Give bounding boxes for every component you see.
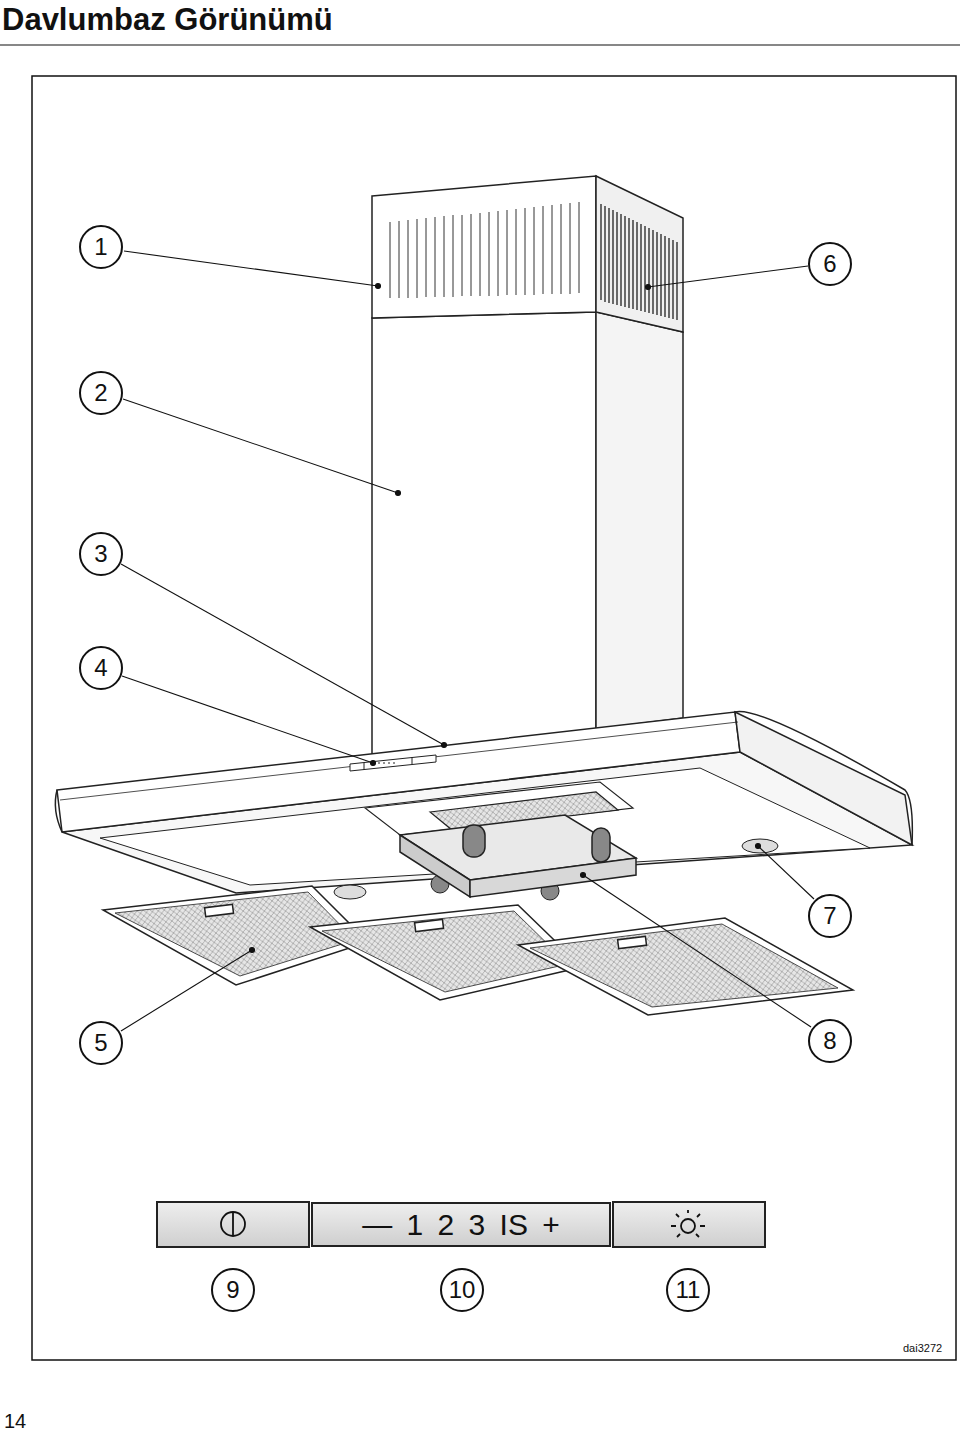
callout-circle: 8 xyxy=(808,1019,852,1063)
callout-number: 6 xyxy=(823,252,836,276)
page-number: 14 xyxy=(4,1410,26,1433)
callout-circle: 9 xyxy=(211,1268,255,1312)
grease-filters xyxy=(103,886,853,1015)
callout-circle: 10 xyxy=(440,1268,484,1312)
vent-slots-side xyxy=(601,204,677,320)
frame xyxy=(32,76,956,1360)
figure-code: dai3272 xyxy=(903,1342,942,1354)
callout-circle: 2 xyxy=(79,371,123,415)
callout-number: 9 xyxy=(226,1278,239,1302)
hood-canopy xyxy=(55,711,912,893)
page-title: Davlumbaz Görünümü xyxy=(2,2,333,38)
control-panel xyxy=(157,1202,765,1247)
callout-number: 2 xyxy=(94,381,107,405)
callout-circle: 7 xyxy=(808,894,852,938)
callout-circle: 1 xyxy=(79,225,123,269)
chimney-vent-housing xyxy=(372,176,683,332)
callout-circle: 11 xyxy=(666,1268,710,1312)
power-symbol xyxy=(221,1212,245,1236)
chimney xyxy=(372,312,683,756)
button-label: — 1 2 3 IS + xyxy=(362,1210,560,1240)
callout-number: 11 xyxy=(676,1278,701,1302)
hood-control-panel xyxy=(350,755,436,771)
callout-number: 7 xyxy=(823,904,836,928)
callout-number: 8 xyxy=(823,1029,836,1053)
callout-circle: 4 xyxy=(79,646,123,690)
callout-circle: 6 xyxy=(808,242,852,286)
callout-number: 5 xyxy=(94,1031,107,1055)
callout-number: 4 xyxy=(94,656,107,680)
button-strip: — 1 2 3 IS + xyxy=(311,1202,611,1247)
callout-number: 3 xyxy=(94,542,107,566)
callout-circle: 3 xyxy=(79,532,123,576)
light-symbol xyxy=(671,1210,705,1237)
callout-circle: 5 xyxy=(79,1021,123,1065)
vent-slots xyxy=(390,202,579,298)
header-rule xyxy=(0,44,960,45)
callout-number: 10 xyxy=(449,1278,476,1302)
leader-lines xyxy=(121,251,814,1031)
fan-housing xyxy=(400,815,636,897)
callout-number: 1 xyxy=(94,235,107,259)
